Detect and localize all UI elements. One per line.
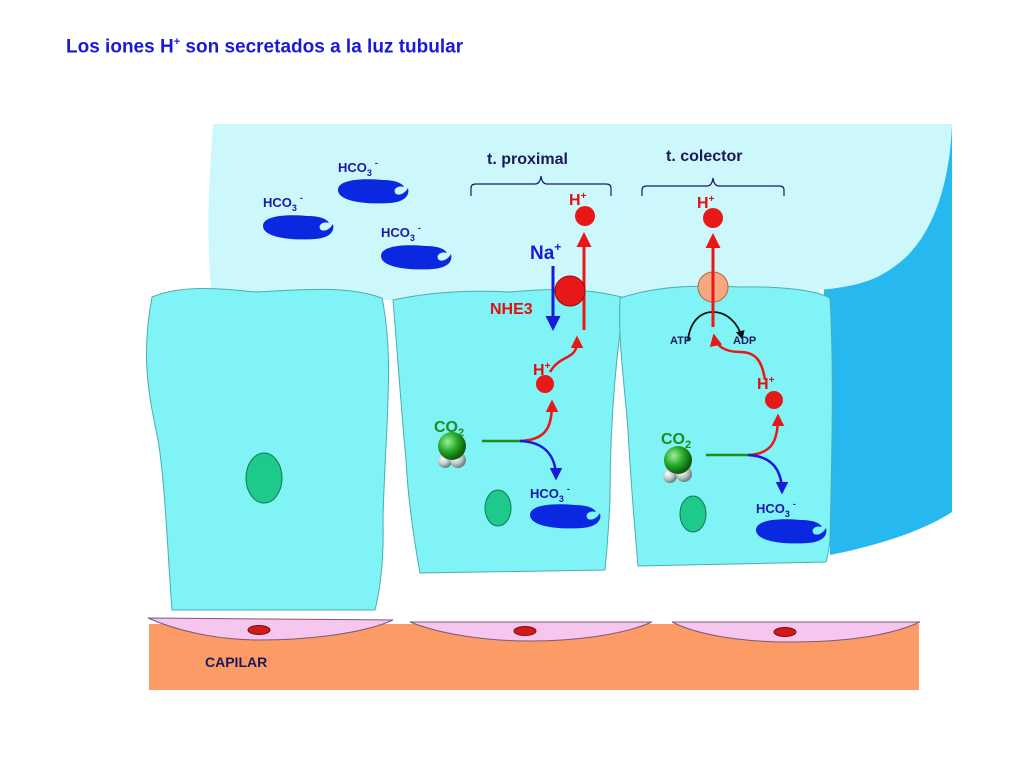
h-label-collector-intracellular: H+: [757, 375, 775, 393]
bicarbonate-icon: [263, 215, 334, 240]
capillary-label: CAPILAR: [205, 654, 267, 670]
na-label: Na+: [530, 240, 561, 264]
bicarbonate-icon: [530, 504, 601, 529]
collector-brace: [641, 177, 785, 196]
collector-tubule-label: t. colector: [666, 148, 742, 165]
nhe3-label: NHE3: [490, 301, 533, 318]
svg-text:HCO3-: HCO3-: [338, 158, 378, 178]
co2-molecule-collector: [663, 446, 692, 483]
h-transport-arrow-proximal: [548, 335, 584, 373]
endothelial-nucleus: [247, 625, 271, 635]
hco3-arrow-proximal: [519, 439, 563, 481]
co2-molecule-proximal: [438, 432, 466, 468]
nucleus-collector: [679, 495, 707, 533]
proximal-tubule-label: t. proximal: [487, 151, 568, 168]
nucleus-left: [245, 452, 283, 504]
bicarbonate-icon: [756, 519, 827, 544]
svg-text:HCO3-: HCO3-: [263, 193, 303, 213]
bicarbonate-lumen-2: HCO3-: [263, 193, 334, 240]
epithelial-cell-left: [145, 287, 390, 611]
svg-text:HCO3-: HCO3-: [381, 223, 421, 243]
hco3-label-proximal: HCO3-: [530, 484, 570, 504]
endothelial-nucleus: [773, 627, 797, 637]
h-arrow-collector: [747, 413, 785, 457]
bicarbonate-lumen-3: HCO3-: [381, 223, 452, 270]
nhe3-exchanger: [554, 275, 586, 307]
bicarbonate-lumen-1: HCO3-: [338, 158, 409, 204]
h-arrow-proximal: [519, 399, 559, 443]
h-label-proximal-lumen: H+: [569, 191, 587, 209]
endothelial-cells: [147, 617, 921, 643]
hco3-label-collector: HCO3-: [756, 499, 796, 519]
endothelial-cell: [147, 617, 394, 641]
tubular-lumen: [208, 124, 953, 565]
proton-proximal-intracellular: [536, 375, 554, 393]
lumen-fluid: [208, 124, 953, 565]
atp-label: ATP: [670, 335, 691, 347]
bicarbonate-icon: [381, 245, 452, 270]
proton-proximal-lumen: [575, 206, 595, 226]
h-label-proximal-intracellular: H+: [533, 361, 551, 379]
epithelial-cell-proximal: [392, 289, 626, 574]
co2-label-collector: CO2: [661, 431, 691, 451]
proximal-brace: [470, 175, 612, 196]
proton-collector-lumen: [703, 208, 723, 228]
h-transport-arrow-collector: [709, 333, 767, 381]
proton-collector-intracellular: [765, 391, 783, 409]
h-label-collector-lumen: H+: [697, 194, 715, 212]
bicarbonate-icon: [338, 179, 409, 204]
nucleus-proximal: [484, 489, 512, 527]
adp-label: ADP: [733, 335, 756, 347]
epithelial-cell-collector: [619, 285, 833, 567]
co2-label-proximal: CO2: [434, 419, 464, 439]
endothelial-nucleus: [513, 626, 537, 636]
hco3-arrow-collector: [747, 453, 789, 495]
page-title: Los iones H+ son secretados a la luz tub…: [66, 36, 464, 58]
